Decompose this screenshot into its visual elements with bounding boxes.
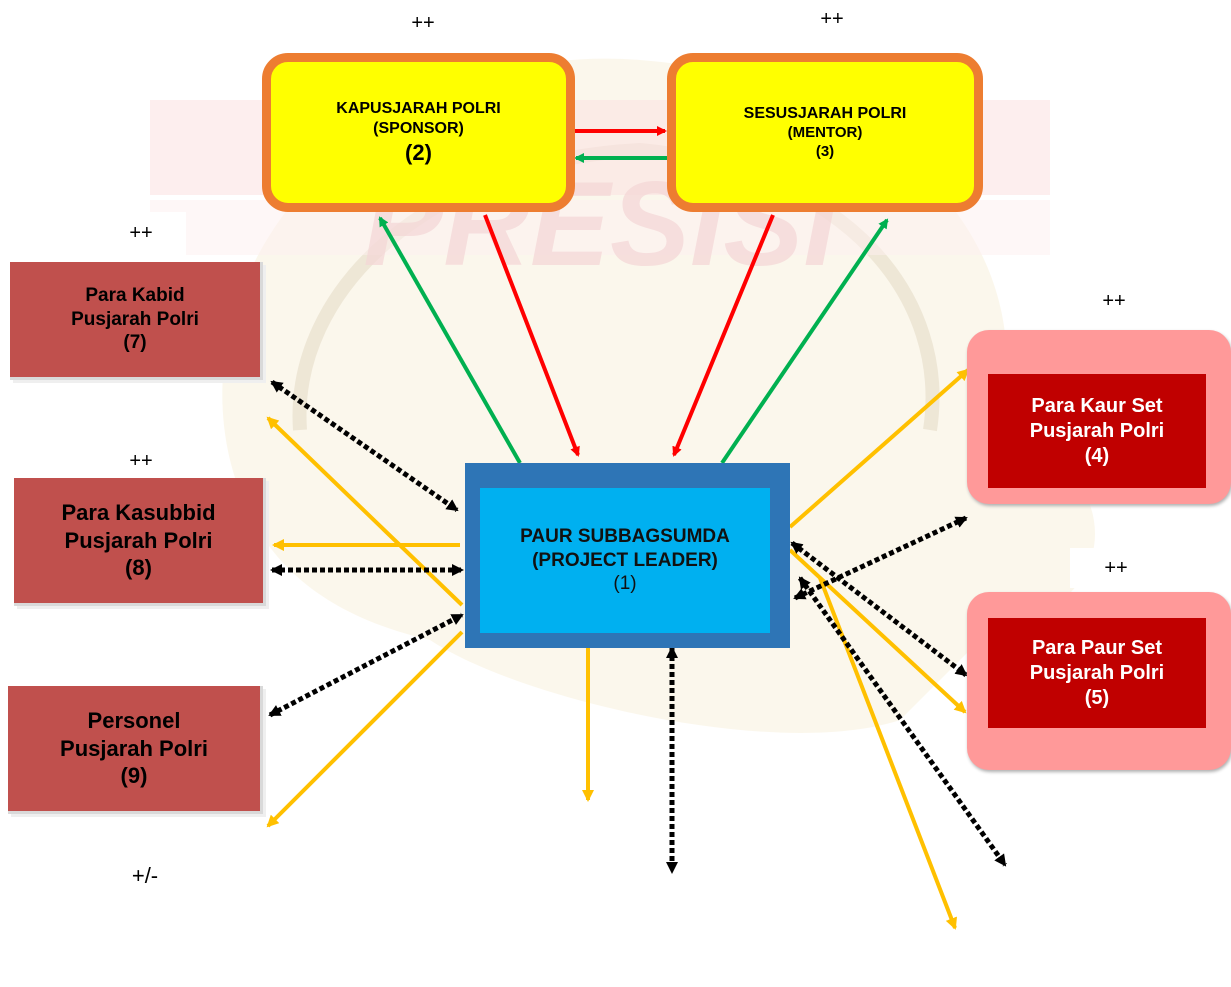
rating-paur: ++ xyxy=(1070,548,1162,588)
paur-unit: Pusjarah Polri xyxy=(1029,661,1165,684)
kaur-unit: Pusjarah Polri xyxy=(1029,419,1165,442)
rating-mentor: ++ xyxy=(788,4,876,40)
mentor-number: (3) xyxy=(815,142,835,160)
kaur-inner-panel: Para Kaur Set Pusjarah Polri (4) xyxy=(988,374,1206,488)
arrow-sponsor-to-leader xyxy=(483,214,580,457)
arrow-leader-to-personel xyxy=(266,630,464,828)
arrow-leader-to-sponsor xyxy=(378,216,522,464)
sponsor-node: KAPUSJARAH POLRI (SPONSOR) (2) xyxy=(262,53,575,212)
arrow-leader-to-kaur xyxy=(788,368,970,529)
kasubbid-unit: Pusjarah Polri xyxy=(64,527,213,553)
dotted-leader-down-right xyxy=(797,576,1008,867)
dotted-leader-kabid xyxy=(270,379,459,513)
dotted-leader-paur xyxy=(790,541,968,677)
sponsor-role: (SPONSOR) xyxy=(373,119,464,137)
leader-number: (1) xyxy=(613,573,637,595)
personel-unit: Pusjarah Polri xyxy=(60,735,208,761)
personel-node: Personel Pusjarah Polri (9) xyxy=(8,686,263,814)
dotted-leader-personel xyxy=(268,612,464,718)
kabid-unit: Pusjarah Polri xyxy=(71,308,199,330)
mentor-node: SESUSJARAH POLRI (MENTOR) (3) xyxy=(667,53,983,212)
sponsor-title: KAPUSJARAH POLRI xyxy=(336,99,501,117)
paur-node: Para Paur Set Pusjarah Polri (5) xyxy=(967,592,1231,770)
kaur-node: Para Kaur Set Pusjarah Polri (4) xyxy=(967,330,1231,504)
mentor-title: SESUSJARAH POLRI xyxy=(743,104,907,122)
dotted-leader-kaur xyxy=(793,515,968,601)
rating-personel: +/- xyxy=(100,858,190,894)
paur-inner-panel: Para Paur Set Pusjarah Polri (5) xyxy=(988,618,1206,728)
personel-number: (9) xyxy=(120,763,148,789)
arrow-leader-to-paur xyxy=(788,548,967,714)
kasubbid-number: (8) xyxy=(125,555,152,581)
rating-kabid: ++ xyxy=(96,212,186,256)
paur-number: (5) xyxy=(1084,686,1110,709)
sponsor-number: (2) xyxy=(405,139,432,165)
leader-role: (PROJECT LEADER) xyxy=(532,549,718,571)
kasubbid-title: Para Kasubbid xyxy=(61,500,216,526)
leader-node: PAUR SUBBAGSUMDA (PROJECT LEADER) (1) xyxy=(465,463,790,648)
leader-inner-panel: PAUR SUBBAGSUMDA (PROJECT LEADER) (1) xyxy=(480,488,770,633)
mentor-role: (MENTOR) xyxy=(787,123,863,141)
rating-sponsor: ++ xyxy=(380,6,466,42)
kabid-number: (7) xyxy=(123,332,147,354)
kaur-number: (4) xyxy=(1084,444,1110,467)
leader-title: PAUR SUBBAGSUMDA xyxy=(520,525,730,547)
kabid-title: Para Kabid xyxy=(85,284,185,306)
arrow-leader-to-mentor xyxy=(720,218,889,465)
kabid-node: Para Kabid Pusjarah Polri (7) xyxy=(10,262,263,380)
personel-title: Personel xyxy=(87,708,181,734)
rating-kaur: ++ xyxy=(1068,280,1160,322)
paur-title: Para Paur Set xyxy=(1031,636,1163,659)
arrow-mentor-to-leader xyxy=(672,214,775,457)
kasubbid-node: Para Kasubbid Pusjarah Polri (8) xyxy=(14,478,266,606)
rating-kasubbid: ++ xyxy=(96,444,186,478)
kaur-title: Para Kaur Set xyxy=(1031,394,1163,417)
